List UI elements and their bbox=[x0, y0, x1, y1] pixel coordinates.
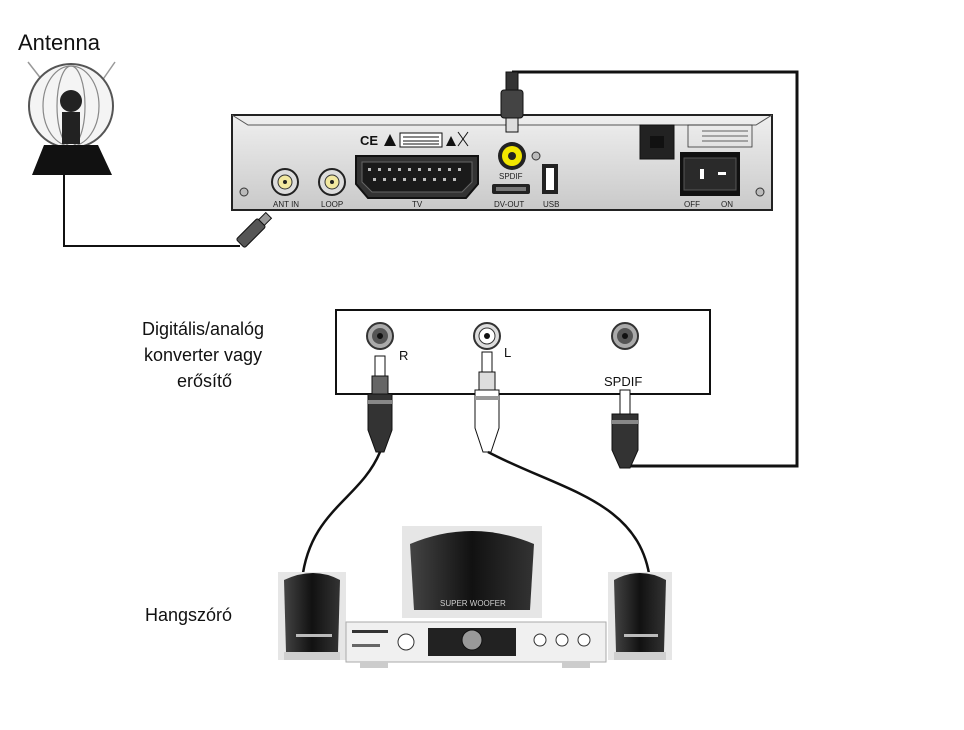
left-speaker bbox=[278, 572, 346, 660]
screw-icon bbox=[531, 151, 541, 161]
dv-out-port bbox=[492, 184, 530, 194]
loop-port bbox=[318, 168, 346, 196]
spdif-plug-converter bbox=[611, 389, 639, 469]
l-label: L bbox=[504, 345, 511, 360]
r-label: R bbox=[399, 348, 408, 363]
spdif-plug-receiver bbox=[500, 71, 524, 133]
speaker-label: Hangszóró bbox=[145, 605, 232, 625]
spdif-cable bbox=[512, 70, 799, 468]
spdif-label-converter: SPDIF bbox=[604, 374, 642, 389]
spdif-label-receiver: SPDIF bbox=[499, 172, 523, 181]
tv-label: TV bbox=[412, 200, 423, 209]
antenna-plug bbox=[236, 211, 273, 248]
dv-out-label: DV-OUT bbox=[494, 200, 524, 209]
certification-marks: CE bbox=[360, 131, 469, 148]
loop-label: LOOP bbox=[321, 200, 343, 209]
subwoofer-text: SUPER WOOFER bbox=[440, 599, 506, 608]
l-rca-plug bbox=[474, 351, 500, 453]
r-rca-plug bbox=[367, 355, 393, 453]
power-switch[interactable] bbox=[680, 152, 740, 196]
converter-label-line1: Digitális/analóg bbox=[142, 319, 264, 339]
amplifier bbox=[345, 621, 607, 668]
usb-label: USB bbox=[543, 200, 559, 209]
converter-box bbox=[335, 309, 711, 395]
converter-r-jack bbox=[366, 322, 394, 350]
on-label: ON bbox=[721, 200, 733, 209]
off-label: OFF bbox=[684, 200, 700, 209]
subwoofer: SUPER WOOFER bbox=[402, 526, 542, 618]
converter-spdif-jack bbox=[611, 322, 639, 350]
spdif-jack bbox=[498, 142, 526, 170]
usb-port bbox=[542, 164, 558, 194]
power-rating-sticker bbox=[687, 124, 753, 148]
antenna-label: Antenna bbox=[18, 30, 101, 55]
antenna-device bbox=[27, 61, 116, 175]
svg-text:CE: CE bbox=[360, 133, 378, 148]
right-speaker bbox=[608, 572, 672, 660]
converter-l-jack bbox=[473, 322, 501, 350]
right-speaker-cable bbox=[487, 450, 652, 581]
antenna-cable bbox=[63, 170, 240, 247]
converter-label-line2: konverter vagy bbox=[144, 345, 262, 365]
ant-in-port bbox=[271, 168, 299, 196]
scart-port bbox=[355, 155, 479, 199]
ant-in-label: ANT IN bbox=[273, 200, 299, 209]
converter-label-line3: erősítő bbox=[177, 371, 232, 391]
left-speaker-cable bbox=[300, 451, 382, 581]
